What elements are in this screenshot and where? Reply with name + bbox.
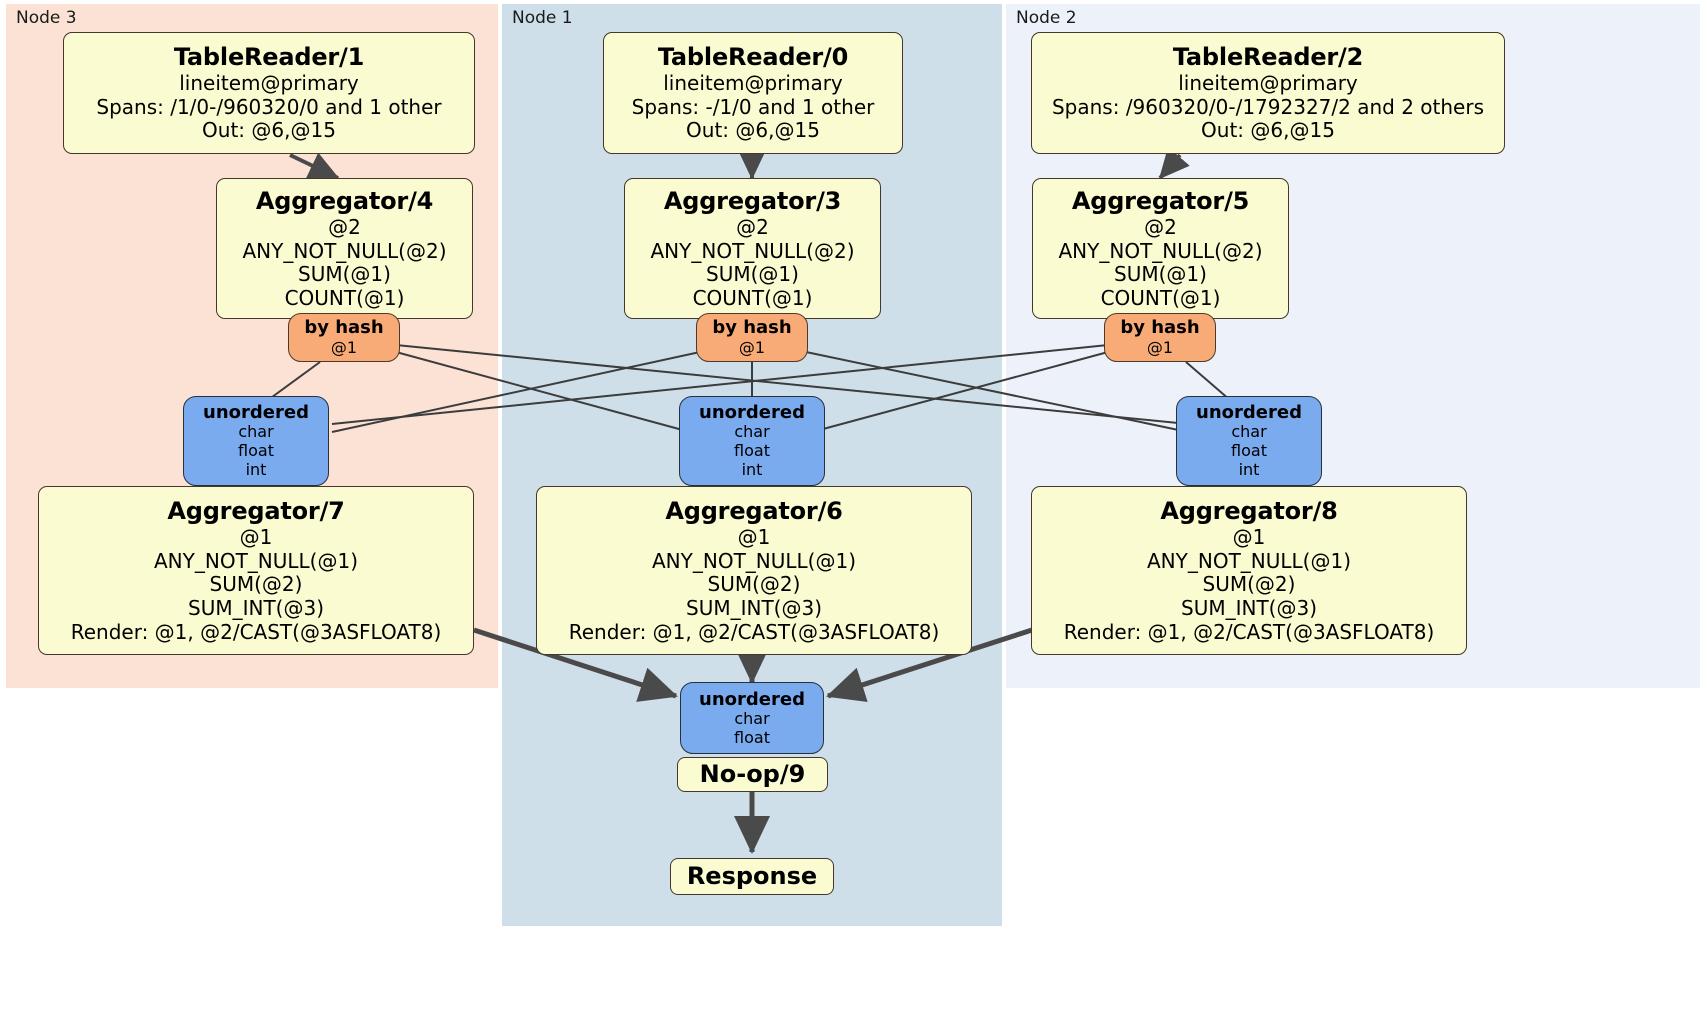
processor-aggregator4[interactable]: Aggregator/4 @2 ANY_NOT_NULL(@2) SUM(@1)… (216, 178, 473, 319)
node-region-label-node3: Node 3 (16, 8, 77, 28)
processor-noop9[interactable]: No-op/9 (677, 757, 828, 792)
router-unordered-center[interactable]: unordered char float int (679, 396, 825, 486)
processor-line: ANY_NOT_NULL(@1) (1147, 548, 1351, 573)
processor-line: Out: @6,@15 (686, 118, 820, 143)
processor-line: COUNT(@1) (1100, 285, 1221, 310)
processor-line: @1 (1232, 525, 1266, 550)
processor-line: lineitem@primary (663, 71, 843, 96)
processor-response[interactable]: Response (670, 858, 834, 895)
processor-line: ANY_NOT_NULL(@2) (650, 238, 855, 263)
router-line: @1 (1146, 337, 1174, 357)
processor-line: ANY_NOT_NULL(@1) (154, 548, 358, 573)
processor-aggregator5[interactable]: Aggregator/5 @2 ANY_NOT_NULL(@2) SUM(@1)… (1032, 178, 1289, 319)
processor-line: SUM_INT(@3) (188, 595, 324, 620)
router-line: @1 (330, 337, 358, 357)
processor-render-line: Render: @1, @2/CAST(@3ASFLOAT8) (70, 619, 442, 644)
processor-line: SUM(@1) (1114, 262, 1207, 287)
router-by-hash-center[interactable]: by hash @1 (696, 313, 808, 362)
processor-render-line: Render: @1, @2/CAST(@3ASFLOAT8) (568, 619, 940, 644)
router-line: char (734, 708, 770, 728)
processor-line: SUM_INT(@3) (686, 595, 822, 620)
processor-line: SUM(@2) (1202, 572, 1296, 597)
router-title: by hash (304, 317, 384, 339)
router-line: int (245, 460, 267, 480)
router-line: int (1238, 460, 1260, 480)
processor-title: Aggregator/3 (663, 186, 842, 215)
processor-line: SUM_INT(@3) (1181, 595, 1317, 620)
processor-aggregator8[interactable]: Aggregator/8 @1 ANY_NOT_NULL(@1) SUM(@2)… (1031, 486, 1467, 655)
router-unordered-final[interactable]: unordered char float (680, 682, 824, 754)
processor-aggregator3[interactable]: Aggregator/3 @2 ANY_NOT_NULL(@2) SUM(@1)… (624, 178, 881, 319)
node-region-label-node1: Node 1 (512, 8, 573, 28)
router-title: unordered (699, 402, 805, 424)
processor-line: Spans: -/1/0 and 1 other (631, 94, 875, 119)
processor-title: Aggregator/7 (167, 496, 345, 525)
processor-line: SUM(@1) (706, 262, 799, 287)
processor-line: lineitem@primary (179, 71, 359, 96)
processor-line: @1 (737, 525, 771, 550)
processor-line: Spans: /960320/0-/1792327/2 and 2 others (1051, 94, 1484, 119)
router-title: unordered (203, 402, 309, 424)
router-by-hash-right[interactable]: by hash @1 (1104, 313, 1216, 362)
router-unordered-left[interactable]: unordered char float int (183, 396, 329, 486)
router-line: char (734, 422, 770, 442)
router-line: float (734, 441, 770, 461)
processor-title: Aggregator/4 (255, 186, 434, 215)
processor-line: SUM(@2) (707, 572, 801, 597)
processor-title: TableReader/2 (1172, 42, 1364, 71)
processor-line: @1 (239, 525, 273, 550)
processor-title: Aggregator/5 (1071, 186, 1250, 215)
router-line: @1 (738, 337, 766, 357)
router-by-hash-left[interactable]: by hash @1 (288, 313, 400, 362)
processor-line: COUNT(@1) (692, 285, 813, 310)
processor-tablereader0[interactable]: TableReader/0 lineitem@primary Spans: -/… (603, 32, 903, 154)
processor-title: Aggregator/6 (665, 496, 843, 525)
router-line: float (238, 441, 274, 461)
processor-title: TableReader/1 (173, 42, 365, 71)
processor-title: TableReader/0 (657, 42, 849, 71)
processor-title: Response (686, 862, 818, 891)
router-line: int (741, 460, 763, 480)
router-title: by hash (712, 317, 792, 339)
processor-render-line: Render: @1, @2/CAST(@3ASFLOAT8) (1063, 619, 1435, 644)
processor-tablereader2[interactable]: TableReader/2 lineitem@primary Spans: /9… (1031, 32, 1505, 154)
processor-line: @2 (328, 214, 361, 239)
router-title: by hash (1120, 317, 1200, 339)
processor-title: Aggregator/8 (1160, 496, 1338, 525)
router-unordered-right[interactable]: unordered char float int (1176, 396, 1322, 486)
router-line: char (238, 422, 274, 442)
processor-line: @2 (736, 214, 769, 239)
processor-line: ANY_NOT_NULL(@2) (242, 238, 447, 263)
router-line: float (734, 727, 770, 747)
router-line: float (1231, 441, 1267, 461)
processor-line: Spans: /1/0-/960320/0 and 1 other (96, 94, 442, 119)
processor-line: Out: @6,@15 (1201, 118, 1335, 143)
processor-title: No-op/9 (699, 760, 806, 789)
processor-line: COUNT(@1) (284, 285, 405, 310)
node-region-label-node2: Node 2 (1016, 8, 1077, 28)
router-title: unordered (699, 688, 805, 710)
processor-tablereader1[interactable]: TableReader/1 lineitem@primary Spans: /1… (63, 32, 475, 154)
router-title: unordered (1196, 402, 1302, 424)
processor-aggregator6[interactable]: Aggregator/6 @1 ANY_NOT_NULL(@1) SUM(@2)… (536, 486, 972, 655)
processor-line: ANY_NOT_NULL(@1) (652, 548, 856, 573)
processor-line: lineitem@primary (1178, 71, 1358, 96)
processor-aggregator7[interactable]: Aggregator/7 @1 ANY_NOT_NULL(@1) SUM(@2)… (38, 486, 474, 655)
processor-line: @2 (1144, 214, 1177, 239)
processor-line: ANY_NOT_NULL(@2) (1058, 238, 1263, 263)
processor-line: SUM(@2) (209, 572, 303, 597)
processor-line: Out: @6,@15 (202, 118, 336, 143)
processor-line: SUM(@1) (298, 262, 391, 287)
router-line: char (1231, 422, 1267, 442)
